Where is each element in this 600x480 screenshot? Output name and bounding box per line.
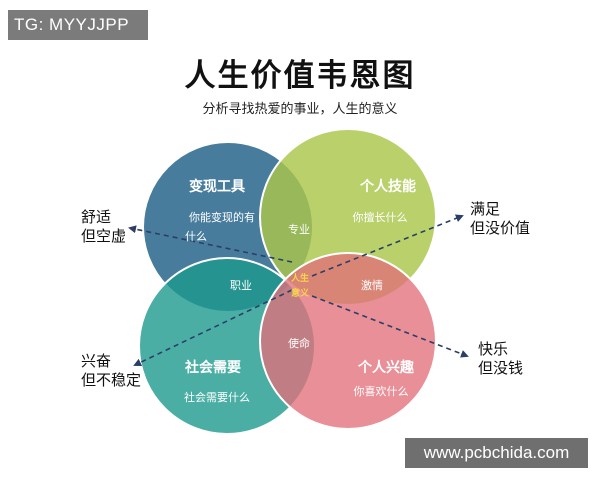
page-subtitle: 分析寻找热爱的事业，人生的意义 — [202, 102, 398, 117]
corner-label-bottom-left-line2: 但不稳定 — [81, 371, 142, 389]
overlap-profession: 专业 — [288, 222, 310, 236]
circle-monetize-title: 变现工具 — [189, 178, 245, 195]
corner-label-bottom-right-line2: 但没钱 — [478, 359, 524, 377]
corner-label-bottom-left-line1: 兴奋 — [81, 352, 112, 370]
circle-skills-title: 个人技能 — [359, 178, 416, 195]
corner-label-top-left-line2: 但空虚 — [81, 227, 127, 245]
circle-monetize-desc-2: 什么 — [185, 230, 207, 243]
arrow-bottom-left — [133, 289, 293, 367]
circle-interest — [259, 252, 437, 430]
corner-label-bottom-right: 快乐 但没钱 — [478, 340, 523, 378]
arrow-top-left — [128, 225, 293, 263]
corner-label-bottom-left: 兴奋 但不稳定 — [81, 352, 141, 390]
circle-society-title: 社会需要 — [184, 359, 241, 376]
circle-interest-desc: 你喜欢什么 — [354, 384, 409, 398]
page-title: 人生价值韦恩图 — [184, 58, 416, 94]
overlap-mission: 使命 — [288, 336, 310, 350]
circle-monetize-desc-1: 你能变现的有 — [189, 210, 255, 224]
corner-label-top-right-line2: 但没价值 — [470, 219, 531, 237]
tag-badge: TG: MYYJJPP — [8, 10, 148, 40]
center-label-line1: 人生 — [290, 272, 309, 284]
overlap-passion: 激情 — [361, 278, 383, 292]
corner-label-top-right-line1: 满足 — [470, 200, 501, 218]
circle-interest-title: 个人兴趣 — [357, 359, 415, 376]
corner-label-bottom-right-line1: 快乐 — [478, 340, 509, 358]
circle-society-desc: 社会需要什么 — [184, 390, 250, 404]
corner-label-top-left: 舒适 但空虚 — [81, 208, 126, 246]
center-label-line2: 意义 — [291, 287, 310, 299]
overlap-vocation: 职业 — [230, 279, 252, 292]
corner-label-top-right: 满足 但没价值 — [470, 200, 530, 238]
circle-skills-desc: 你擅长什么 — [353, 210, 408, 224]
corner-label-top-left-line1: 舒适 — [81, 208, 112, 226]
arrow-bottom-right — [311, 295, 469, 358]
watermark: www.pcbchida.com — [405, 438, 588, 468]
